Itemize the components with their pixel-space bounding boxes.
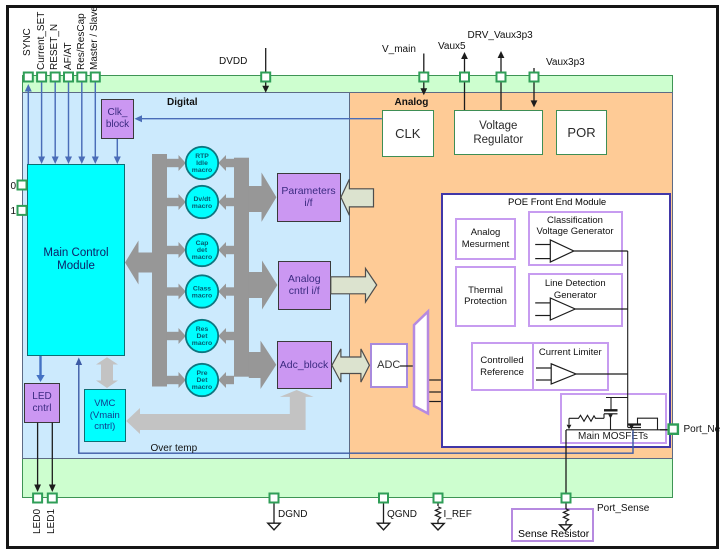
svg-text:RTPIdlemacro: RTPIdlemacro bbox=[192, 153, 212, 174]
svg-text:ResDetmacro: ResDetmacro bbox=[192, 326, 212, 347]
svg-text:Dv/dtmacro: Dv/dtmacro bbox=[192, 196, 212, 210]
svg-text:Capdetmacro: Capdetmacro bbox=[192, 240, 212, 261]
svg-text:PreDetmacro: PreDetmacro bbox=[192, 370, 212, 391]
svg-text:Classmacro: Classmacro bbox=[192, 286, 212, 300]
